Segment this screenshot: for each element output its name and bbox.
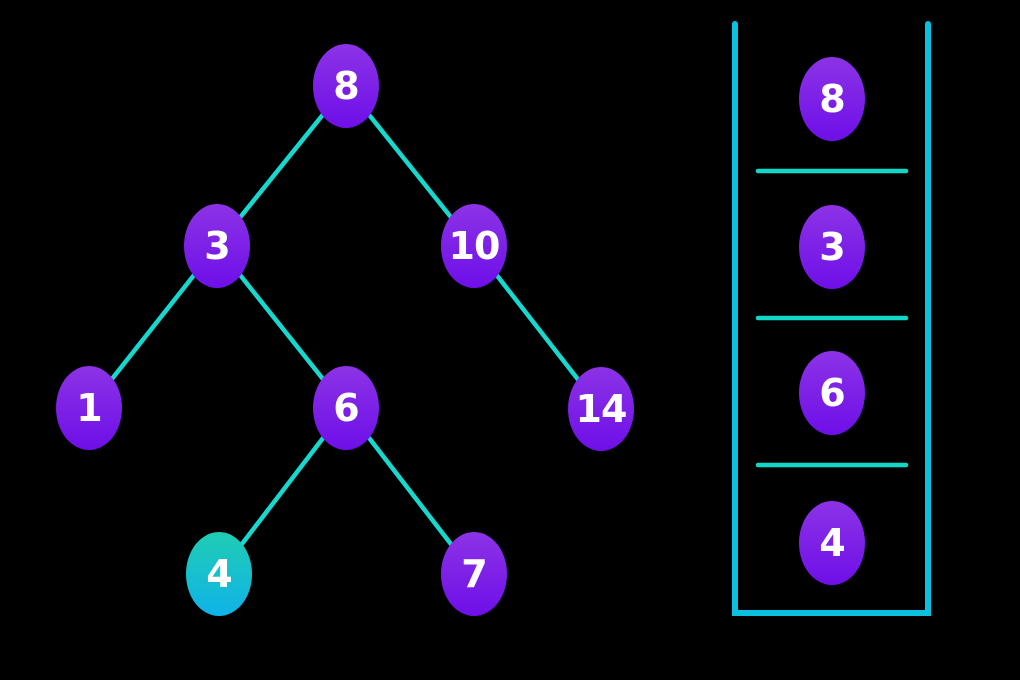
tree-node-14: 14 <box>568 367 634 451</box>
tree-node-3: 3 <box>184 204 250 288</box>
node-label: 6 <box>819 371 845 415</box>
node-label: 8 <box>819 77 845 121</box>
tree-node-6: 6 <box>313 366 379 450</box>
tree-node-4: 4 <box>186 532 252 616</box>
stack-item-4: 4 <box>799 501 865 585</box>
node-label: 4 <box>206 552 232 596</box>
node-label: 8 <box>333 64 359 108</box>
node-label: 3 <box>819 225 845 269</box>
node-label: 7 <box>461 552 487 596</box>
node-label: 6 <box>333 386 359 430</box>
node-label: 3 <box>204 224 230 268</box>
stack-item-6: 6 <box>799 351 865 435</box>
node-label: 14 <box>575 387 628 431</box>
stack-item-8: 8 <box>799 57 865 141</box>
node-label: 4 <box>819 521 845 565</box>
tree-node-8: 8 <box>313 44 379 128</box>
tree-node-7: 7 <box>441 532 507 616</box>
tree-node-10: 10 <box>441 204 507 288</box>
node-label: 10 <box>448 224 501 268</box>
stack-item-3: 3 <box>799 205 865 289</box>
tree-node-1: 1 <box>56 366 122 450</box>
stack-outline <box>732 21 931 616</box>
node-label: 1 <box>76 386 102 430</box>
